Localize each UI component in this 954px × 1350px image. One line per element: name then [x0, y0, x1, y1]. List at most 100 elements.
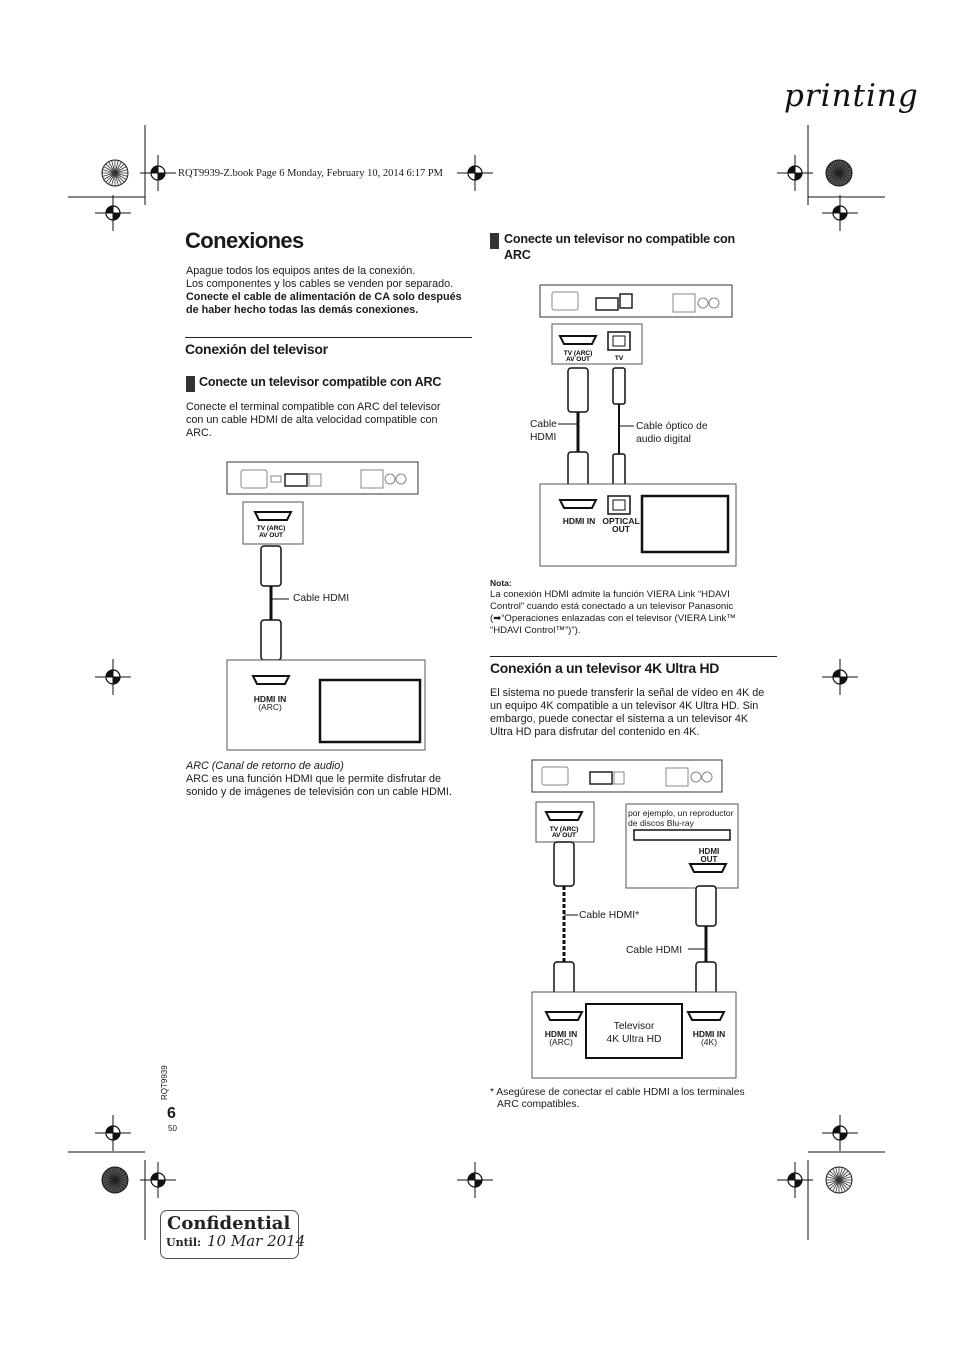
section-heading-4k: Conexión a un televisor 4K Ultra HD [490, 656, 777, 676]
confidential-title: Confidential [167, 1213, 291, 1234]
intro-text: Apague todos los equipos antes de la con… [186, 265, 476, 317]
diagram-non-arc-connection: TV (ARC) AV OUT TV [539, 284, 737, 567]
tv-screen [640, 494, 730, 554]
subheading-non-arc-line-1: Conecte un televisor no compatible con [504, 232, 736, 246]
label-hdmi-in: HDMI IN [562, 516, 596, 526]
subheading-arc-text: Conecte un televisor compatible con ARC [199, 375, 442, 389]
printing-stamp: printing [784, 78, 919, 114]
arc-line-3: ARC. [186, 427, 212, 439]
system-rear-panel [531, 759, 723, 793]
label-cable-hdmi-non-arc: Cable HDMI [530, 418, 557, 444]
label-bluray-player: por ejemplo, un reproductor de discos Bl… [628, 808, 734, 828]
label-tv-4k: Televisor 4K Ultra HD [588, 1020, 680, 1046]
arc-line-1: Conecte el terminal compatible con ARC d… [186, 401, 441, 413]
registration-rosette [101, 1166, 129, 1194]
label-optical-cable: Cable óptico de audio digital [636, 420, 708, 446]
subheading-arc: Conecte un televisor compatible con ARC [186, 374, 476, 392]
svg-text:AV OUT: AV OUT [566, 356, 590, 363]
uhd-line-2: un equipo 4K compatible a un televisor 4… [490, 700, 759, 712]
optical-out-l1: OPTICAL [602, 516, 640, 526]
arc-line-2: con un cable HDMI de alta velocidad comp… [186, 414, 438, 426]
svg-text:TV (ARC): TV (ARC) [550, 826, 579, 833]
uhd-paragraph: El sistema no puede transferir la señal … [490, 687, 790, 739]
registration-crosshair [822, 659, 858, 695]
note-line-2: Control” cuando está conectado a un tele… [490, 601, 734, 612]
uhd-line-1: El sistema no puede transferir la señal … [490, 687, 765, 699]
arc-definition-title: ARC (Canal de retorno de audio) [186, 760, 344, 772]
registration-rosette [101, 159, 129, 187]
svg-text:AV OUT: AV OUT [552, 832, 576, 839]
heading-bar [186, 376, 195, 392]
registration-crosshair [95, 659, 131, 695]
diagram-4k-connection: TV (ARC) AV OUT [531, 759, 739, 1079]
diagram-arc-connection: TV (ARC) AV OUT [226, 461, 426, 751]
label-cable-hdmi-arc: Cable HDMI [293, 593, 350, 604]
note-title: Nota: [490, 578, 512, 588]
page-number: 6 [167, 1105, 176, 1122]
label-hdmi-out: HDMI OUT [698, 847, 720, 864]
registration-crosshair [457, 1162, 493, 1198]
bluray-player-box [625, 803, 739, 889]
intro-line-1: Apague todos los equipos antes de la con… [186, 265, 416, 277]
sheet-number: 50 [168, 1124, 177, 1133]
until-date: 10 Mar 2014 [207, 1232, 306, 1250]
intro-bold-2: de haber hecho todas las demás conexione… [186, 304, 419, 316]
registration-crosshair [822, 1115, 858, 1151]
registration-crosshair [822, 195, 858, 231]
intro-line-2: Los componentes y los cables se venden p… [186, 278, 454, 290]
section-heading-tv: Conexión del televisor [185, 337, 472, 357]
uhd-line-4: Ultra HD para disfrutar del contenido en… [490, 726, 700, 738]
label-cable-hdmi-4k: Cable HDMI [626, 945, 683, 956]
tv-arc-av-out-label: TV (ARC) [257, 525, 286, 532]
registration-crosshair [140, 155, 176, 191]
subheading-non-arc-line-2: ARC [504, 248, 531, 262]
until-label: Until: [166, 1236, 202, 1249]
footnote: * Asegúrese de conectar el cable HDMI a … [490, 1087, 790, 1111]
tv-screen [318, 678, 422, 744]
doc-code: RQT9939 [160, 1065, 169, 1100]
system-rear-panel [226, 461, 419, 495]
registration-crosshair [777, 1162, 813, 1198]
note-line-4: “HDAVI Control™”)”). [490, 625, 581, 636]
hdmi-in-arc-sub: (ARC) [549, 1037, 573, 1047]
hdmi-in-sub: (ARC) [258, 702, 282, 712]
confidential-stamp [160, 1210, 299, 1259]
hdmi-in-4k-sub: (4K) [700, 1037, 718, 1047]
arc-definition: ARC (Canal de retorno de audio) ARC es u… [186, 760, 476, 799]
uhd-line-3: embargo, puede conectar el sistema a un … [490, 713, 749, 725]
system-rear-panel [539, 284, 733, 318]
label-hdmi-in-arc: HDMI IN (ARC) [250, 694, 290, 712]
subheading-non-arc: Conecte un televisor no compatible con A… [490, 231, 780, 263]
page-title: Conexiones [185, 228, 304, 253]
registration-crosshair [95, 1115, 131, 1151]
note-line-3: (➡“Operaciones enlazadas con el televiso… [490, 613, 736, 624]
svg-text:TV (ARC): TV (ARC) [564, 350, 593, 357]
arc-definition-line-1: ARC es una función HDMI que le permite d… [186, 773, 442, 785]
intro-bold-1: Conecte el cable de alimentación de CA s… [186, 291, 462, 303]
registration-crosshair [95, 195, 131, 231]
arc-definition-line-2: sonido y de imágenes de televisión con u… [186, 786, 452, 798]
tv-small-label: TV [615, 355, 624, 362]
heading-bar [490, 233, 499, 249]
tv-4k-label-l1: Televisor [613, 1021, 655, 1032]
cable-label-l2: HDMI [530, 432, 557, 443]
registration-crosshair [777, 155, 813, 191]
note-block: Nota: La conexión HDMI admite la función… [490, 577, 780, 637]
tv-4k-label-l2: 4K Ultra HD [606, 1034, 662, 1045]
optical-label-l2: audio digital [636, 434, 691, 445]
port-callout-box [242, 501, 304, 545]
cable-label-l1: Cable [530, 419, 557, 430]
footnote-line-1: * Asegúrese de conectar el cable HDMI a … [490, 1087, 745, 1098]
label-cable-hdmi-star: Cable HDMI* [579, 910, 640, 921]
tv-screen-4k [585, 1003, 683, 1059]
hdmi-in-arc-text: HDMI IN [544, 1029, 578, 1039]
player-label-l1: por ejemplo, un reproductor [628, 808, 734, 818]
svg-text:AV OUT: AV OUT [259, 532, 283, 539]
optical-out-l2: OUT [612, 524, 630, 534]
player-label-l2: de discos Blu-ray [628, 818, 694, 828]
hdmi-in-4k-text: HDMI IN [692, 1029, 726, 1039]
arc-instructions: Conecte el terminal compatible con ARC d… [186, 401, 476, 440]
optical-label-l1: Cable óptico de [636, 421, 708, 432]
hdmi-in-text: HDMI IN [253, 694, 287, 704]
